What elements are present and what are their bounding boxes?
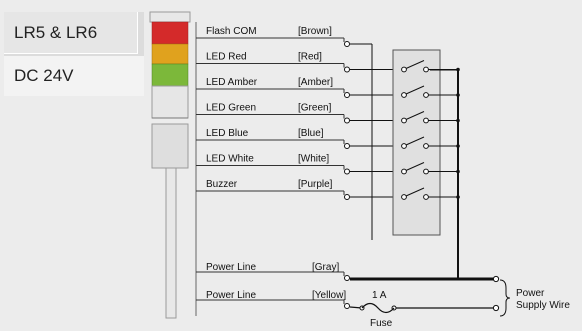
wire-label: Flash COM (206, 26, 257, 37)
power-row-yellow: Power Line [Yellow] (196, 290, 350, 309)
wire-label: LED Green (206, 103, 256, 114)
wire-color: [White] (298, 154, 329, 165)
power-color: [Gray] (312, 262, 339, 273)
power-row-gray: Power Line [Gray] (196, 262, 350, 281)
power-supply-bracket: Power Supply Wire (499, 279, 570, 317)
wire-row-flash: Flash COM [Brown] (196, 26, 373, 240)
supply-label-line2: Supply Wire (516, 300, 570, 311)
power-label: Power Line (206, 262, 256, 273)
wire-color: [Green] (298, 103, 332, 114)
wire-label: LED Amber (206, 77, 258, 88)
wire-label: LED Blue (206, 128, 249, 139)
terminal-icon (344, 143, 350, 149)
terminal-icon (344, 92, 350, 98)
terminal-icon (344, 41, 350, 47)
model-title: LR5 & LR6 (4, 12, 138, 54)
switch-block (392, 49, 441, 236)
tower-amber-segment (151, 43, 189, 65)
wire-row-red: LED Red [Red] (196, 52, 402, 73)
terminal-icon (344, 66, 350, 73)
fuse-label: Fuse (370, 318, 393, 329)
terminal-icon (344, 194, 350, 200)
terminal-icon (344, 303, 350, 309)
wire-row-blue: LED Blue [Blue] (196, 128, 402, 149)
wire-color: [Red] (298, 52, 322, 63)
power-label: Power Line (206, 290, 256, 301)
wire-label: LED White (206, 154, 254, 165)
power-color: [Yellow] (312, 290, 346, 301)
wire-color: [Purple] (298, 179, 333, 190)
wire-row-amber: LED Amber [Amber] (196, 77, 402, 98)
supply-label-line1: Power (516, 288, 545, 299)
model-voltage: DC 24V (4, 56, 144, 96)
wire-label: Buzzer (206, 179, 238, 190)
terminal-icon (344, 275, 350, 281)
wire-row-buzzer: Buzzer [Purple] (196, 179, 402, 200)
wire-color: [Amber] (298, 77, 333, 88)
fuse-symbol: 1 A Fuse (361, 290, 395, 329)
tower-red-segment (151, 21, 189, 45)
fuse-rating: 1 A (372, 290, 387, 301)
wire-label: LED Red (206, 52, 247, 63)
wire-color: [Blue] (298, 128, 324, 139)
terminal-icon (344, 168, 350, 175)
switch-contact-blue (401, 136, 460, 149)
wire-color: [Brown] (298, 26, 332, 37)
terminal-icon (344, 117, 350, 124)
wire-row-white: LED White [White] (196, 154, 402, 175)
signal-tower (149, 11, 191, 319)
wire-row-green: LED Green [Green] (196, 103, 402, 124)
tower-green-segment (151, 63, 189, 87)
